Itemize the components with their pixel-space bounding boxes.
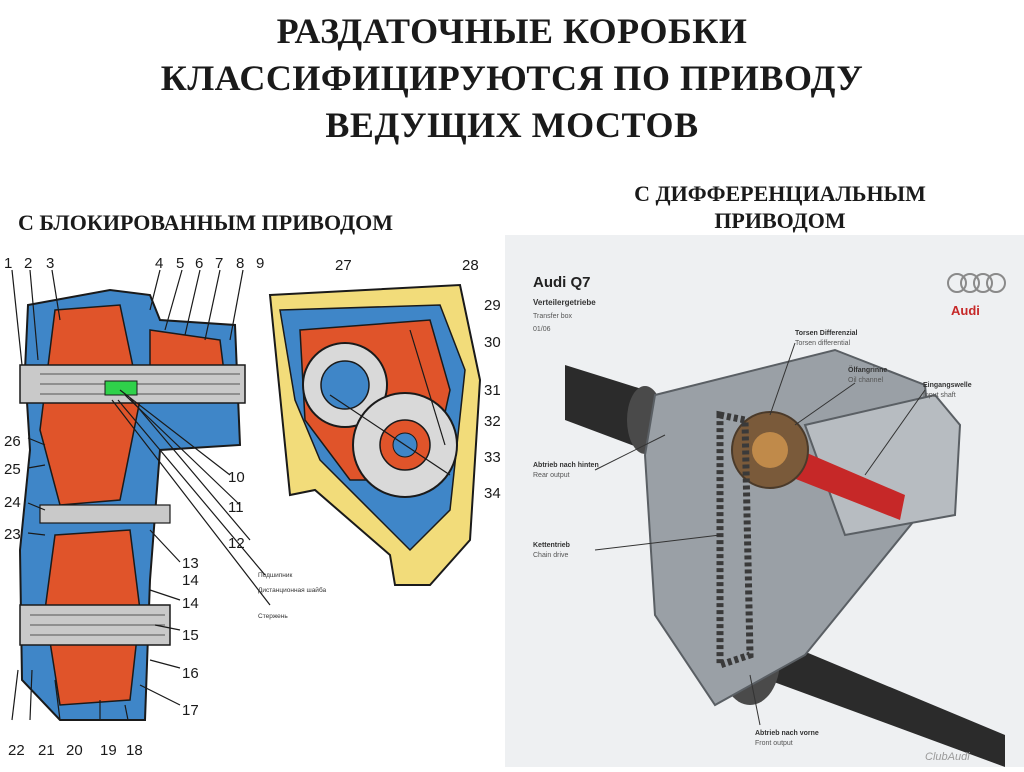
callout-de: Abtrieb nach vorne (755, 730, 819, 737)
right-heading-line: С ДИФФЕРЕНЦИАЛЬНЫМ (634, 181, 926, 206)
part-number: 28 (462, 257, 479, 274)
part-number: 21 (38, 742, 55, 759)
part-number: 16 (182, 665, 199, 682)
part-number: 32 (484, 413, 501, 430)
part-number: 25 (4, 461, 21, 478)
callout-de: Torsen Differenzial (795, 330, 858, 337)
part-number: 13 (182, 555, 199, 572)
part-number: 34 (484, 485, 501, 502)
part-number: 10 (228, 469, 245, 486)
callout-de: Kettentrieb (533, 542, 570, 549)
part-number: 4 (155, 255, 163, 272)
callout-de: Abtrieb nach hinten (533, 462, 599, 469)
part-number: 23 (4, 526, 21, 543)
right-heading-line: ПРИВОДОМ (714, 208, 846, 233)
part-number: 11 (228, 499, 244, 516)
part-number: 31 (484, 382, 501, 399)
part-number: 5 (176, 255, 184, 272)
audi-rings-logo (947, 273, 1006, 293)
part-number: 14 (182, 572, 199, 589)
left-heading: С БЛОКИРОВАННЫМ ПРИВОДОМ (18, 210, 394, 235)
part-number: 14 (182, 595, 199, 612)
cutaway-drawing: Audi Q7 Verteilergetriebe Transfer box 0… (505, 235, 1024, 767)
model-name: Audi Q7 (533, 274, 591, 291)
slide-title: РАЗДАТОЧНЫЕ КОРОБКИ КЛАССИФИЦИРУЮТСЯ ПО … (0, 8, 1024, 149)
part-number: 7 (215, 255, 223, 272)
caption-de: Verteilergetriebe (533, 298, 596, 307)
label-spacer: Дистанционная шайба (258, 586, 327, 594)
callout-en: Oil channel (848, 377, 883, 384)
part-number: 24 (4, 494, 21, 511)
part-number: 8 (236, 255, 244, 272)
callout-de: Eingangswelle (923, 382, 972, 389)
locked-drive-diagram: Подшипник Дистанционная шайба Стержень 1… (0, 250, 505, 767)
part-number: 27 (335, 257, 352, 274)
label-bearing: Подшипник (258, 572, 293, 579)
part-number: 20 (66, 742, 83, 759)
title-line: ВЕДУЩИХ МОСТОВ (325, 105, 699, 145)
label-rod: Стержень (258, 613, 288, 620)
part-number: 1 (4, 255, 12, 272)
part-number: 17 (182, 702, 199, 719)
callout-en: Torsen differential (795, 340, 851, 347)
callout-en: Front output (755, 740, 793, 747)
part-number: 30 (484, 334, 501, 351)
part-number: 33 (484, 449, 501, 466)
right-heading: С ДИФФЕРЕНЦИАЛЬНЫМ ПРИВОДОМ (560, 180, 1000, 234)
watermark: ClubAudi (925, 751, 970, 763)
part-number: 2 (24, 255, 32, 272)
cross-section-drawing: Подшипник Дистанционная шайба Стержень 1… (4, 255, 501, 759)
audi-transfer-box-illustration: Audi Q7 Verteilergetriebe Transfer box 0… (505, 235, 1024, 767)
callout-en: Input shaft (923, 392, 956, 399)
callout-en: Rear output (533, 472, 570, 479)
part-number: 15 (182, 627, 199, 644)
part-number: 29 (484, 297, 501, 314)
callout-en: Chain drive (533, 552, 569, 559)
part-number: 19 (100, 742, 117, 759)
part-number: 6 (195, 255, 203, 272)
caption-en: Transfer box (533, 313, 573, 320)
callout-de: Ölfangrinne (848, 365, 887, 374)
part-number: 22 (8, 742, 25, 759)
part-number: 12 (228, 535, 245, 552)
part-number: 18 (126, 742, 143, 759)
caption-date: 01/06 (533, 326, 551, 333)
part-number: 9 (256, 255, 264, 272)
title-line: РАЗДАТОЧНЫЕ КОРОБКИ (276, 11, 748, 51)
audi-wordmark: Audi (951, 303, 980, 318)
part-number: 26 (4, 433, 21, 450)
part-number: 3 (46, 255, 54, 272)
title-line: КЛАССИФИЦИРУЮТСЯ ПО ПРИВОДУ (160, 58, 864, 98)
